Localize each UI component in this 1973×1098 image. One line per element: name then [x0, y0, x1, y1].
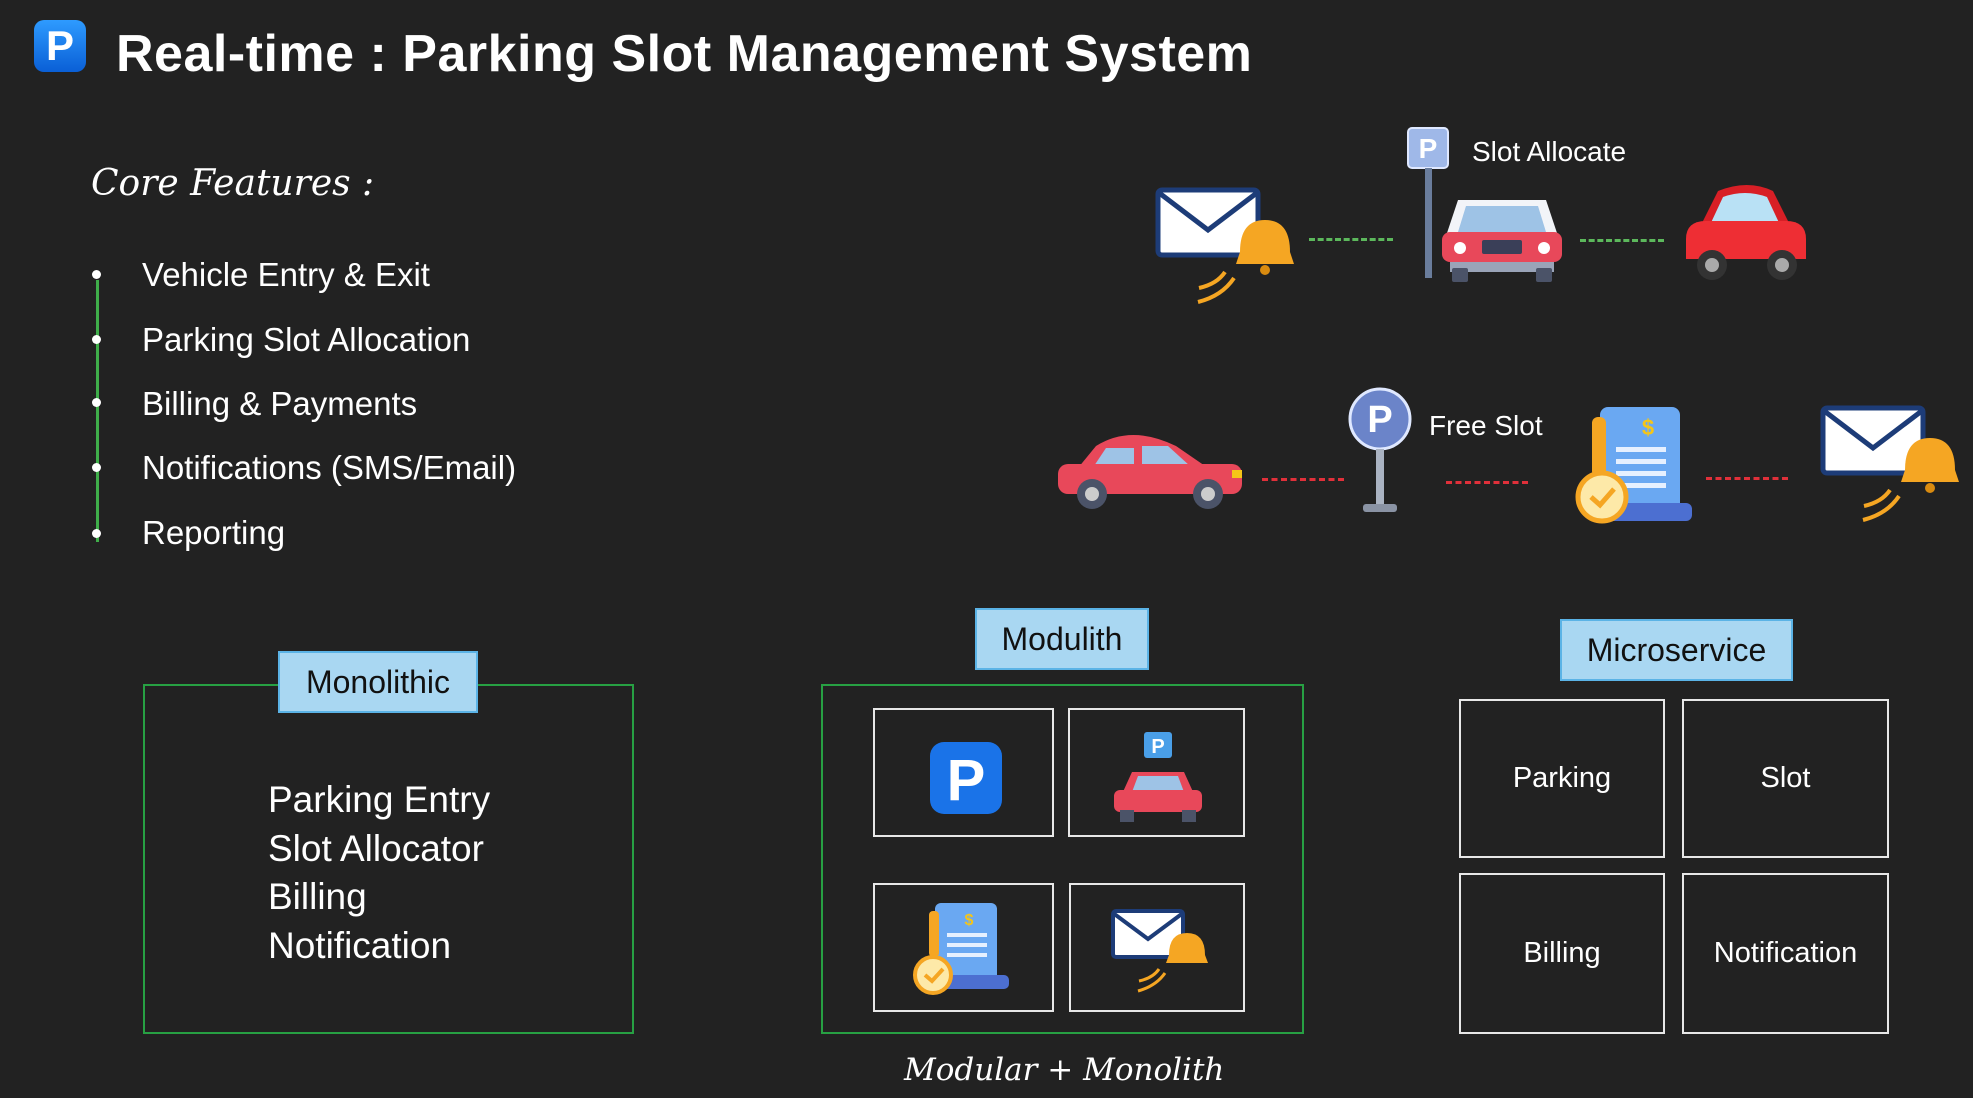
service-slot: Slot: [1682, 699, 1889, 858]
monolithic-content: Parking Entry Slot Allocator Billing Not…: [268, 776, 490, 970]
bill-symbol: $: [1642, 415, 1654, 440]
modulith-tag: Modulith: [975, 608, 1149, 670]
service-parking: Parking: [1459, 699, 1665, 858]
bullet-icon: [92, 270, 101, 279]
monolithic-line: Notification: [268, 924, 452, 966]
sign-letter: P: [1419, 133, 1438, 164]
bullet-icon: [92, 398, 101, 407]
parked-car-icon: [1442, 200, 1562, 282]
bullet-icon: [92, 463, 101, 472]
flow-connector: [1580, 239, 1664, 242]
feature-item: Notifications (SMS/Email): [142, 449, 517, 486]
flow-connector: [1446, 481, 1528, 484]
module-billing: $: [873, 883, 1054, 1012]
parking-logo-icon: P: [34, 20, 86, 72]
bullet-icon: [92, 335, 101, 344]
monolithic-line: Slot Allocator: [268, 827, 484, 869]
page-title: Real-time : Parking Slot Management Syst…: [116, 25, 1253, 83]
mail-bell-icon: [1111, 909, 1208, 993]
bullet-icon: [92, 529, 101, 538]
side-car-icon: [1058, 435, 1242, 509]
bill-symbol: $: [965, 912, 974, 929]
sign-letter: P: [1367, 399, 1392, 441]
core-features-heading: Core Features :: [91, 163, 375, 204]
slot-allocate-label: Slot Allocate: [1472, 136, 1627, 167]
module-notification: [1069, 883, 1245, 1012]
module-parking: P: [873, 708, 1054, 837]
modulith-box: [821, 684, 1304, 1034]
modulith-caption: Modular + Monolith: [904, 1052, 1225, 1088]
car-slot-icon: P: [1114, 732, 1202, 822]
parking-pole-icon: P: [1348, 387, 1412, 512]
monolithic-line: Parking Entry: [268, 779, 491, 820]
feature-item: Parking Slot Allocation: [142, 321, 471, 358]
mail-bell-icon: [1155, 187, 1294, 304]
free-slot-label: Free Slot: [1429, 410, 1543, 441]
monolithic-tag: Monolithic: [278, 651, 478, 713]
red-car-icon: [1686, 185, 1806, 280]
parking-sign-icon: P: [1407, 127, 1449, 278]
module-slot: P: [1068, 708, 1245, 837]
flow-connector: [1262, 478, 1344, 481]
service-billing: Billing: [1459, 873, 1665, 1034]
sign-letter: P: [1151, 736, 1164, 758]
service-notification: Notification: [1682, 873, 1889, 1034]
flow-connector: [1706, 477, 1788, 480]
microservice-tag: Microservice: [1560, 619, 1793, 681]
sign-letter: P: [947, 748, 986, 813]
bill-icon: $: [913, 903, 1009, 995]
mail-bell-icon: [1820, 405, 1959, 522]
monolithic-line: Billing: [268, 876, 367, 917]
feature-timeline-line: [96, 280, 99, 542]
bill-icon: $: [1575, 407, 1692, 524]
flow-connector: [1309, 238, 1393, 241]
feature-item: Reporting: [142, 514, 286, 551]
parking-icon: P: [930, 742, 1002, 814]
feature-item: Billing & Payments: [142, 385, 418, 422]
feature-item: Vehicle Entry & Exit: [142, 256, 430, 293]
